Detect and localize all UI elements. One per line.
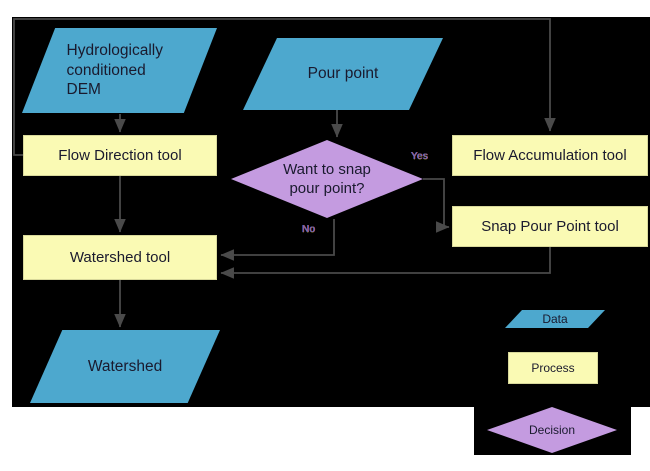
node-label: Hydrologically conditioned DEM	[66, 41, 163, 99]
node-watershed[interactable]: Watershed	[30, 330, 220, 403]
legend-item-process: Process	[508, 352, 598, 384]
legend-item-label: Process	[531, 361, 575, 375]
legend-item-data: Data	[505, 310, 605, 328]
node-label: Want to snap pour point?	[283, 160, 371, 197]
branch-label-yes: Yes	[411, 151, 429, 162]
node-label: Snap Pour Point tool	[481, 217, 619, 235]
node-label: Watershed	[87, 357, 163, 375]
node-hydrologically-conditioned-dem[interactable]: Hydrologically conditioned DEM	[22, 28, 217, 113]
legend-item-label: Decision	[528, 423, 576, 437]
node-watershed-tool[interactable]: Watershed tool	[23, 235, 217, 280]
branch-label-no: No	[302, 224, 316, 235]
node-flow-accumulation-tool[interactable]: Flow Accumulation tool	[452, 135, 648, 176]
node-label: Watershed tool	[69, 248, 171, 266]
node-label: Pour point	[307, 65, 379, 83]
node-pour-point[interactable]: Pour point	[243, 38, 443, 110]
node-snap-pour-point-tool[interactable]: Snap Pour Point tool	[452, 206, 648, 247]
node-label: Flow Accumulation tool	[473, 146, 627, 164]
node-flow-direction-tool[interactable]: Flow Direction tool	[23, 135, 217, 176]
legend-item-label: Data	[542, 312, 568, 326]
node-label: Flow Direction tool	[58, 146, 182, 164]
